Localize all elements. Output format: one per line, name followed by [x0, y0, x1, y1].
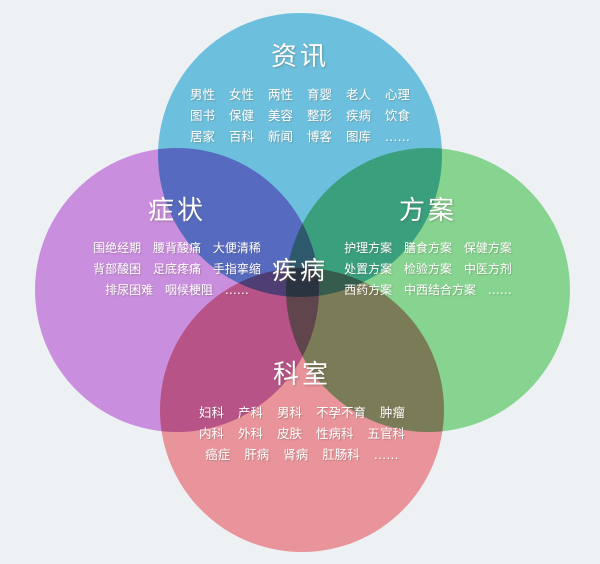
- list-item[interactable]: 癌症: [205, 447, 231, 462]
- item-row: 内科 外科 皮肤 性病科 五官科: [160, 423, 444, 444]
- list-item[interactable]: 心理: [384, 87, 410, 102]
- list-item[interactable]: 膳食方案: [403, 241, 452, 255]
- list-item[interactable]: 内科: [198, 426, 224, 441]
- list-item[interactable]: 肝病: [244, 447, 270, 462]
- item-row: 居家 百科 新闻 博客 图库 ……: [158, 126, 442, 147]
- list-item[interactable]: 保健: [228, 108, 254, 123]
- list-item[interactable]: 产科: [237, 405, 263, 420]
- list-item[interactable]: 美容: [267, 108, 293, 123]
- list-item[interactable]: 五官科: [367, 426, 405, 441]
- list-item[interactable]: 皮肤: [276, 426, 302, 441]
- list-item[interactable]: 图书: [189, 108, 215, 123]
- group-items-departments: 妇科 产科 男科 不孕不育 肿瘤 内科 外科 皮肤 性病科 五官科 癌症 肝病 …: [160, 402, 444, 465]
- list-item[interactable]: 博客: [307, 129, 333, 144]
- group-title-information: 资讯: [270, 42, 329, 72]
- item-row: 癌症 肝病 肾病 肛肠科 ……: [160, 444, 444, 465]
- list-item-more: ……: [487, 283, 512, 297]
- item-row: 妇科 产科 男科 不孕不育 肿瘤: [160, 402, 444, 423]
- group-title-plans: 方案: [398, 196, 457, 226]
- list-item[interactable]: 围绝经期: [93, 241, 142, 255]
- list-item[interactable]: 疾病: [345, 108, 371, 123]
- list-item[interactable]: 中医方剂: [463, 262, 512, 276]
- list-item[interactable]: 女性: [228, 87, 254, 102]
- list-item[interactable]: 整形: [306, 108, 332, 123]
- group-title-departments: 科室: [272, 360, 331, 390]
- list-item[interactable]: 新闻: [268, 129, 294, 144]
- list-item[interactable]: 男科: [276, 405, 302, 420]
- list-item[interactable]: 肾病: [283, 447, 309, 462]
- list-item[interactable]: 排尿困难: [105, 283, 154, 297]
- list-item-more: ……: [385, 129, 410, 144]
- list-item[interactable]: 百科: [229, 129, 255, 144]
- list-item[interactable]: 背部酸困: [93, 262, 142, 276]
- item-row: 男性 女性 两性 育婴 老人 心理: [158, 84, 442, 105]
- list-item-more: ……: [373, 447, 399, 462]
- item-row: 图书 保健 美容 整形 疾病 饮食: [158, 105, 442, 126]
- list-item[interactable]: 两性: [267, 87, 293, 102]
- list-item[interactable]: 腰背酸痛: [152, 241, 201, 255]
- group-title-symptoms: 症状: [147, 196, 206, 226]
- list-item[interactable]: 肿瘤: [379, 405, 405, 420]
- list-item[interactable]: 检验方案: [403, 262, 452, 276]
- list-item[interactable]: 图库: [346, 129, 372, 144]
- venn-center-label: 疾病: [271, 256, 328, 285]
- group-items-information: 男性 女性 两性 育婴 老人 心理 图书 保健 美容 整形 疾病 饮食 居家: [158, 84, 442, 147]
- list-item[interactable]: 肛肠科: [322, 447, 360, 462]
- list-item[interactable]: 老人: [345, 87, 371, 102]
- list-item[interactable]: 妇科: [198, 405, 224, 420]
- list-item[interactable]: 不孕不育: [315, 405, 366, 420]
- list-item[interactable]: 居家: [190, 129, 216, 144]
- list-item[interactable]: 保健方案: [463, 241, 512, 255]
- list-item[interactable]: 性病科: [315, 426, 354, 441]
- list-item[interactable]: 外科: [237, 426, 263, 441]
- list-item[interactable]: 饮食: [384, 108, 410, 123]
- list-item[interactable]: 足底疼痛: [152, 262, 201, 276]
- list-item-more: ……: [224, 283, 249, 297]
- venn-group-departments: 科室 妇科 产科 男科 不孕不育 肿瘤 内科 外科 皮肤 性病科 五官科 癌: [160, 360, 444, 465]
- list-item[interactable]: 育婴: [306, 87, 332, 102]
- list-item[interactable]: 中西结合方案: [404, 283, 477, 297]
- list-item[interactable]: 咽候梗阻: [165, 283, 214, 297]
- venn-group-information: 资讯 男性 女性 两性 育婴 老人 心理 图书 保健 美容 整形 疾病 饮食: [158, 42, 442, 147]
- list-item[interactable]: 男性: [189, 87, 215, 102]
